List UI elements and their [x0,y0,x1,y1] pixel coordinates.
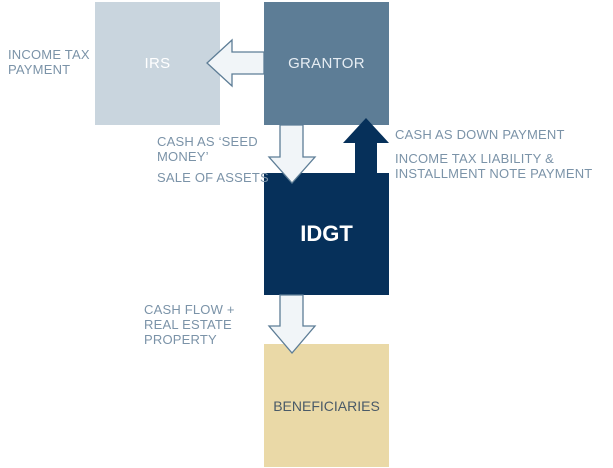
arrow-grantor-to-idgt [267,124,317,184]
grantor-label: GRANTOR [288,55,365,72]
grantor-box: GRANTOR [264,2,389,125]
cash-down-payment-label: CASH AS DOWN PAYMENT [395,127,565,142]
arrow-grantor-to-irs [206,38,265,88]
cash-flow-real-estate-label: CASH FLOW + REAL ESTATE PROPERTY [144,302,235,347]
sale-of-assets-label: SALE OF ASSETS [157,170,269,185]
arrow-idgt-to-beneficiaries [267,294,317,355]
idgt-box: IDGT [264,173,389,295]
beneficiaries-label: BENEFICIARIES [273,397,380,414]
irs-label: IRS [144,55,171,72]
irs-box: IRS [95,2,220,125]
income-tax-payment-label: INCOME TAX PAYMENT [8,47,90,77]
cash-seed-money-label: CASH AS ‘SEED MONEY’ [157,134,258,164]
arrow-idgt-to-grantor [343,118,389,173]
beneficiaries-box: BENEFICIARIES [264,344,389,467]
idgt-label: IDGT [300,221,353,246]
income-tax-liability-label: INCOME TAX LIABILITY & INSTALLMENT NOTE … [395,151,593,181]
